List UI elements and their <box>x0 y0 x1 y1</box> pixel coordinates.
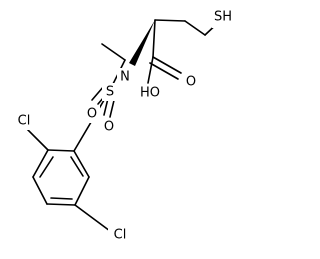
bond-c-o-double-a <box>152 56 182 74</box>
bond-c-oh <box>147 56 154 84</box>
molecule-structure: SH N S O O O HO Cl Cl <box>17 9 233 243</box>
ring-bond-1 <box>47 149 75 152</box>
hydroxyl-label: HO <box>140 86 160 101</box>
bond-n-methyl <box>101 43 126 61</box>
ring-bond-5 <box>74 176 90 206</box>
sulfonyl-sulfur-label: S <box>106 85 114 100</box>
stereo-wedge-bond <box>129 20 155 66</box>
bond-ch2-calpha <box>154 19 186 22</box>
chlorine-top-label: Cl <box>18 114 31 129</box>
bond-ring-cl-bottom <box>74 204 111 232</box>
bond-calpha-ccooh <box>152 19 156 58</box>
ring-bond-3 <box>32 176 48 205</box>
carbonyl-oxygen-label: O <box>186 75 196 90</box>
ring-bond-6 <box>73 150 90 178</box>
chlorine-bottom-label: Cl <box>114 228 127 243</box>
sulfonyl-oxygen-top-label: O <box>87 107 97 122</box>
thiol-label: SH <box>214 10 232 25</box>
bond-ch2-ch2 <box>184 20 206 36</box>
bond-c-o-double-b <box>149 62 179 80</box>
sulfonyl-oxygen-right-label: O <box>104 120 114 135</box>
ring-inner-2 <box>50 197 73 200</box>
structure-canvas: SH N S O O O HO Cl Cl <box>17 9 233 243</box>
ring-bond-2 <box>32 149 49 178</box>
amine-nitrogen-label: N <box>120 70 130 85</box>
ring-bond-4 <box>46 203 76 206</box>
ring-inner-1 <box>39 156 54 178</box>
ring-inner-3 <box>70 156 84 177</box>
